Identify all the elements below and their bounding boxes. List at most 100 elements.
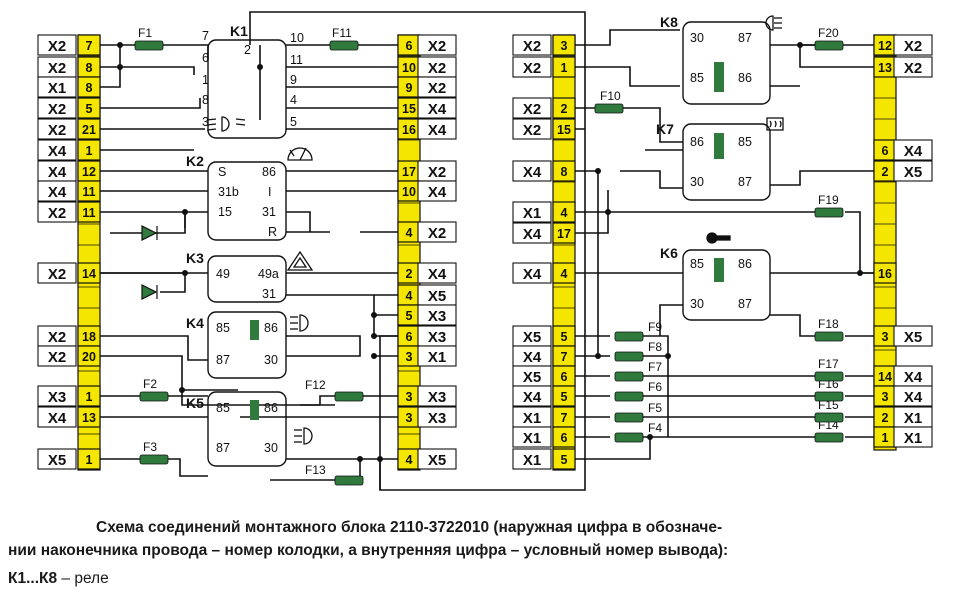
pin-number: 21: [82, 123, 96, 137]
hazard-triangle-icon: [286, 250, 314, 271]
fuse-label: F19: [818, 193, 839, 207]
pin-number: 12: [878, 39, 892, 53]
pin-number: 8: [86, 61, 93, 75]
pin-number: 11: [82, 185, 95, 199]
block-label: X5: [428, 288, 446, 305]
block-label: X3: [428, 329, 446, 346]
relay-label: K4: [186, 315, 204, 331]
block-label: X1: [523, 430, 541, 447]
fuse-label: F20: [818, 26, 839, 40]
block-label: X4: [428, 122, 447, 139]
fuse-F15: F15: [814, 398, 844, 423]
fuse-label: F18: [818, 317, 839, 331]
block-label: X4: [904, 369, 923, 386]
relay-pin-label: 15: [218, 205, 232, 219]
pin-number: 3: [406, 411, 413, 425]
block-label: X3: [428, 389, 446, 406]
fuse-F4: F4: [614, 421, 662, 443]
relay-boxes: [207, 21, 771, 467]
caption-line-3: К1...К8 – реле: [8, 570, 979, 588]
fuse-F3: F3: [139, 440, 169, 465]
block-label: X2: [523, 38, 541, 55]
connector-column-cl: 3X21X22X215X28X44X117X44X45X57X46X55X47X…: [512, 34, 576, 471]
fuse-F19: F19: [814, 193, 844, 218]
caption-relays-label: К1...К8: [8, 570, 58, 587]
connector-pin: 1X2: [512, 56, 576, 78]
relay-pin-label: 2: [244, 43, 251, 57]
relay-K1-box: [207, 39, 287, 139]
fuse-label: F5: [648, 401, 662, 415]
connector-pin: 5X5: [512, 325, 576, 347]
connector-pin: 2X2: [512, 97, 576, 119]
pin-number: 16: [402, 123, 416, 137]
fuse-label: F9: [648, 320, 662, 334]
relay-K8-box: [682, 21, 771, 105]
fuse-F18: F18: [814, 317, 844, 342]
block-label: X1: [523, 452, 541, 469]
fuse-label: F7: [648, 360, 662, 374]
connector-pin: 12 X2: [873, 34, 933, 56]
relay-pin-label: 49: [216, 267, 230, 281]
fuse-label: F17: [818, 357, 839, 371]
block-label: X3: [428, 308, 446, 325]
connector-pin: 16: [873, 262, 897, 284]
wires: [100, 11, 885, 491]
block-label: X4: [523, 164, 542, 181]
block-label: X2: [523, 101, 541, 118]
connector-pin: 5X4: [512, 385, 576, 407]
connector-pin: 1X3: [37, 385, 101, 407]
fuse-F2: F2: [139, 377, 169, 402]
junction-dots: [117, 42, 863, 462]
block-label: X2: [428, 38, 446, 55]
fuse-F8: F8: [614, 340, 662, 362]
block-label: X4: [48, 184, 67, 201]
block-label: X2: [904, 38, 922, 55]
relay-K5-box: [207, 391, 287, 467]
pin-number: 2: [882, 165, 889, 179]
diodes: [141, 225, 158, 300]
pin-number: 3: [406, 390, 413, 404]
block-label: X4: [48, 410, 67, 427]
block-label: X5: [523, 369, 541, 386]
pin-number: 2: [406, 267, 413, 281]
pin-number: 20: [82, 350, 96, 364]
relay-K4-box: [207, 311, 287, 379]
pin-number: 1: [86, 390, 93, 404]
fuse-label: F4: [648, 421, 662, 435]
connector-pin: 4X1: [512, 201, 576, 223]
block-label: X2: [48, 349, 66, 366]
pin-number: 10: [402, 185, 416, 199]
connector-pin: 1X5: [37, 448, 101, 470]
rear-defrost-icon: [766, 117, 784, 131]
fuse-F5: F5: [614, 401, 662, 423]
block-label: X1: [523, 205, 541, 222]
relay-pin-label: 85: [216, 401, 230, 415]
connectors: 7X28X28X15X221X21X412X411X411X214X218X22…: [37, 34, 933, 471]
relay-pin-label: 87: [738, 297, 752, 311]
pin-number: 6: [561, 431, 568, 445]
fuse-label: F2: [143, 377, 157, 391]
pin-number: 5: [561, 390, 568, 404]
fuses: F1F2F3F4F5F6F7F8F9F10F11F12F13F14F15F16F…: [134, 26, 844, 486]
connector-pin: 11 X4: [37, 180, 101, 202]
relay-pin-label: 86: [738, 71, 752, 85]
relay-pin-label: 1: [202, 73, 209, 87]
fuse-label: F1: [138, 26, 152, 40]
relay-K3-box: [207, 255, 287, 303]
relay-pin-label: 30: [264, 441, 278, 455]
relay-pin-label: 11: [290, 53, 303, 67]
block-label: X1: [904, 410, 922, 427]
pin-number: 10: [402, 61, 416, 75]
connector-pin: 8X1: [37, 76, 101, 98]
